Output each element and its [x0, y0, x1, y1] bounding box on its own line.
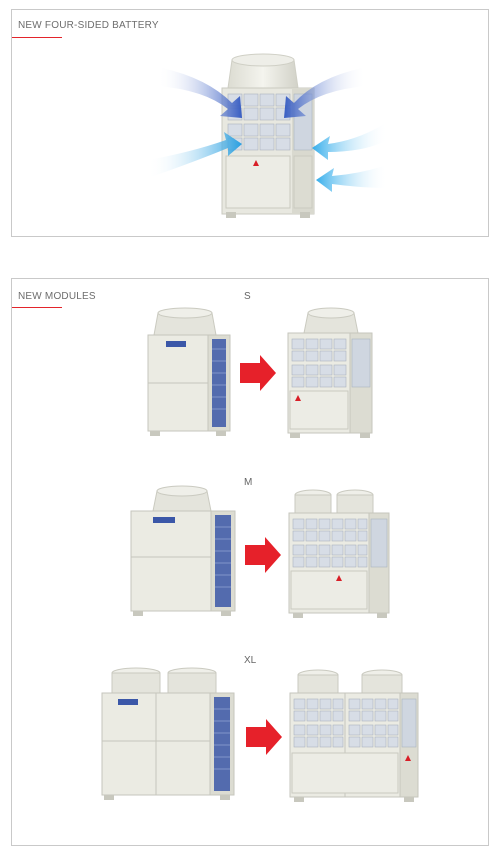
- airflow-arrow-icon: [316, 166, 388, 192]
- new-modules-panel: NEW MODULES S: [11, 278, 489, 846]
- four-sided-battery-panel: NEW FOUR-SIDED BATTERY: [11, 9, 489, 237]
- upgrade-arrow-icon: [246, 719, 282, 755]
- upgrade-arrow-icon: [240, 355, 276, 391]
- modules-section-title: NEW MODULES: [18, 291, 96, 302]
- airflow-arrow-icon: [312, 124, 388, 160]
- title-underline: [12, 307, 62, 308]
- battery-section-title: NEW FOUR-SIDED BATTERY: [18, 20, 159, 31]
- airflow-arrow-icon: [148, 132, 242, 178]
- module-comparison-m: [130, 485, 390, 618]
- size-label-m: M: [244, 477, 253, 488]
- new-unit-xl: [289, 669, 419, 802]
- new-unit-s: [287, 307, 373, 438]
- brand-logo-icon: [253, 160, 259, 166]
- new-unit-m: [288, 489, 390, 618]
- outdoor-unit: [221, 53, 315, 218]
- four-sided-battery-illustration: [148, 53, 388, 218]
- old-unit-xl: [101, 667, 235, 800]
- title-underline: [12, 37, 62, 38]
- airflow-arrow-icon: [158, 68, 242, 118]
- size-label-xl: XL: [244, 655, 257, 666]
- module-comparison-s: [147, 307, 373, 438]
- airflow-arrow-icon: [284, 68, 366, 118]
- old-unit-s: [147, 307, 231, 436]
- module-comparison-xl: [101, 667, 419, 802]
- upgrade-arrow-icon: [245, 537, 281, 573]
- old-unit-m: [130, 485, 236, 616]
- airflow-arrows: [148, 68, 388, 192]
- size-label-s: S: [244, 291, 251, 302]
